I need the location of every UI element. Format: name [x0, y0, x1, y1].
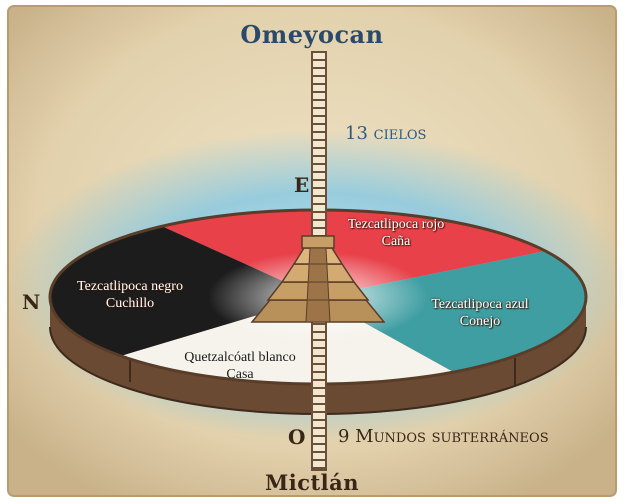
- black-segment-label: Tezcatlipoca negro Cuchillo: [40, 278, 220, 312]
- black-deity: Tezcatlipoca negro: [77, 279, 183, 294]
- blue-sign: Conejo: [459, 314, 501, 329]
- white-segment-label: Quetzalcóatl blanco Casa: [140, 349, 340, 383]
- segment-white: [50, 297, 540, 384]
- west-label: O: [288, 425, 306, 449]
- red-sign: Caña: [381, 234, 411, 249]
- white-deity: Quetzalcóatl blanco: [184, 350, 296, 365]
- blue-deity: Tezcatlipoca azul: [431, 297, 529, 312]
- underworlds-label: 9 Mundos subterráneos: [338, 426, 549, 447]
- heavens-label: 13 cielos: [345, 123, 427, 144]
- black-sign: Cuchillo: [105, 296, 155, 311]
- pyramid: [250, 235, 386, 323]
- blue-segment-label: Tezcatlipoca azul Conejo: [400, 296, 560, 330]
- red-segment-label: Tezcatlipoca rojo Caña: [316, 216, 476, 250]
- east-label: E: [294, 173, 310, 197]
- north-label: N: [22, 290, 41, 314]
- omeyocan-label: Omeyocan: [240, 20, 384, 49]
- mictlan-label: Mictlán: [264, 470, 360, 495]
- red-deity: Tezcatlipoca rojo: [347, 217, 445, 232]
- white-sign: Casa: [226, 367, 254, 382]
